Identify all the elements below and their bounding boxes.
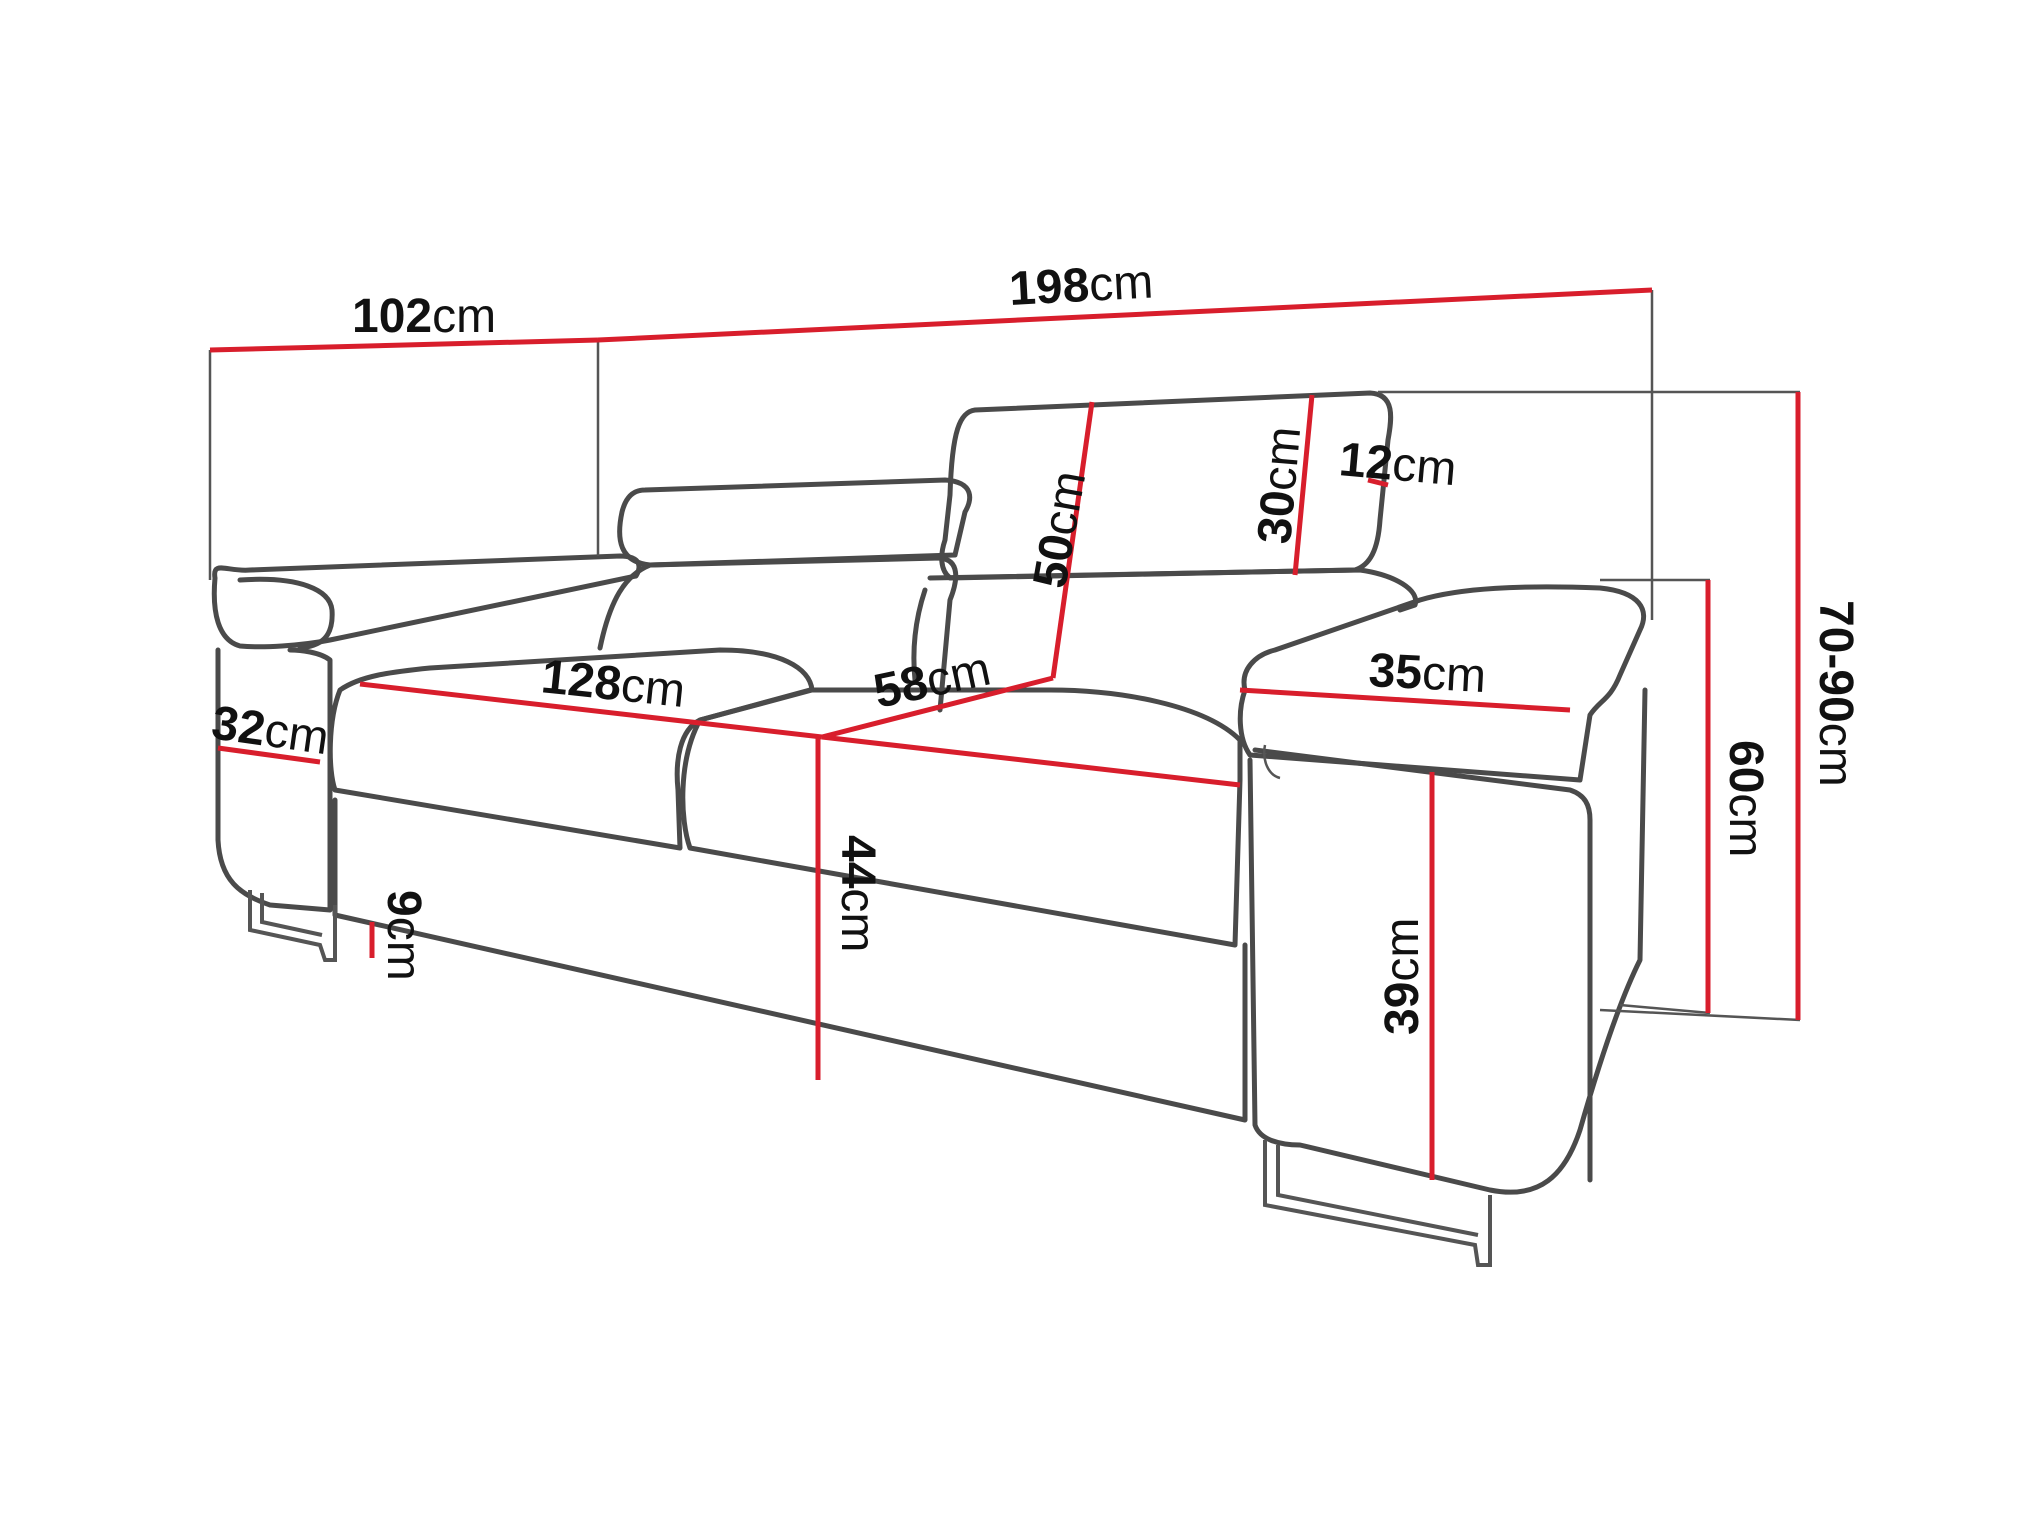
sofa-legs — [248, 890, 1492, 1267]
dim-line-102 — [209, 337, 599, 353]
sofa-base — [332, 797, 1248, 1123]
extension-lines — [208, 290, 1801, 1022]
left-armrest-top — [211, 553, 642, 650]
right-leg — [1263, 1140, 1492, 1267]
right-back-cushion-side — [911, 587, 928, 683]
dim-line-128 — [359, 681, 823, 740]
right-headrest — [939, 390, 1394, 581]
label-9: 9cm — [377, 890, 430, 981]
right-armrest-top — [1237, 584, 1647, 783]
label-32: 32cm — [208, 696, 332, 765]
dim-line-50 — [1050, 401, 1095, 679]
label-198: 198cm — [1008, 256, 1155, 316]
label-30: 30cm — [1248, 424, 1311, 546]
label-58: 58cm — [869, 643, 995, 719]
dimension-lines — [209, 287, 1801, 1180]
label-44: 44cm — [831, 835, 884, 952]
left-armrest-side — [215, 647, 333, 913]
dimension-labels: 198cm 102cm 50cm 30cm 12cm 128cm 58cm 35… — [208, 256, 1862, 1035]
left-leg-inner — [260, 893, 323, 937]
label-50: 50cm — [1024, 467, 1097, 592]
right-seat-cushion — [680, 687, 1243, 948]
right-armrest-inner — [1263, 744, 1281, 780]
dim-line-58 — [821, 675, 1054, 740]
left-headrest — [617, 477, 973, 568]
right-leg-inner — [1276, 1145, 1479, 1237]
label-60: 60cm — [1719, 740, 1772, 857]
dim-line-35 — [1239, 687, 1571, 713]
dim-line-32 — [217, 745, 321, 765]
dim-line-12 — [1367, 477, 1389, 488]
right-armrest-body — [1247, 687, 1648, 1195]
label-128: 128cm — [539, 650, 688, 718]
label-12: 12cm — [1337, 433, 1459, 496]
label-102: 102cm — [352, 290, 496, 343]
label-39: 39cm — [1376, 918, 1429, 1035]
label-70-90: 70-90cm — [1809, 600, 1862, 787]
right-armrest-front-edge — [1252, 747, 1593, 1183]
dim-line-seat-front — [821, 734, 1241, 788]
dim-line-30 — [1292, 394, 1315, 576]
dim-line-198 — [597, 287, 1653, 343]
label-35: 35cm — [1367, 644, 1487, 703]
left-leg — [248, 890, 337, 962]
left-armrest-front — [237, 576, 335, 651]
